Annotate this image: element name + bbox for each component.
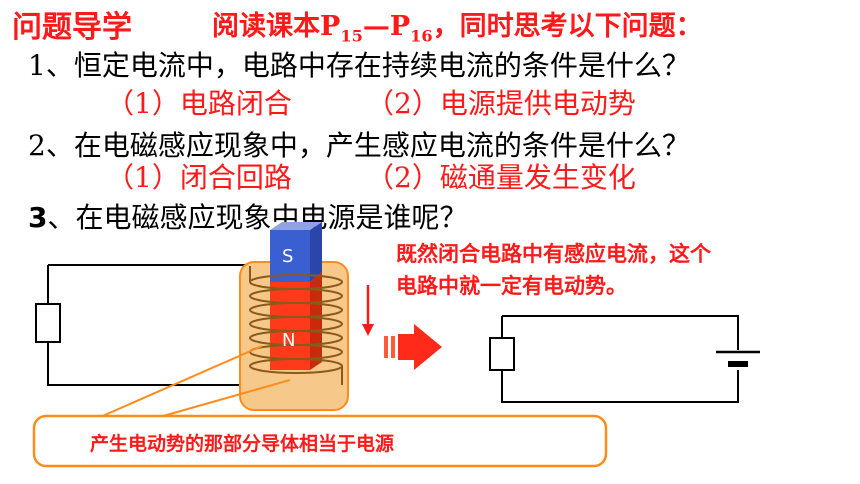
lesson-title: 问题导学 [12,10,132,45]
note-line-1: 既然闭合电路中有感应电流，这个 [396,242,711,266]
page-start: 15 [340,26,363,46]
answer-2-2: （2）磁通量发生变化 [366,161,636,194]
magnet-north [270,282,310,370]
instruction-suffix: ，同时思考以下问题： [432,11,703,42]
answer-1-2: （2）电源提供电动势 [366,87,636,120]
answer-1-1: （1）电路闭合 [106,87,292,120]
left-resistor [35,303,61,343]
note-line-2: 电路中就一定有电动势。 [396,274,627,298]
reading-instruction: 阅读课本P15—P16，同时思考以下问题： [212,4,703,45]
callout-pointers [97,345,291,419]
question-3-number: 3 [28,201,48,234]
right-resistor [489,337,515,371]
instruction-prefix: 阅读课本P [212,11,341,42]
question-3-text: 、在电磁感应现象中电源是谁呢？ [47,201,468,234]
coil [249,266,343,385]
question-1: 1、恒定电流中，电路中存在持续电流的条件是什么？ [28,49,690,82]
instruction-dash: —P [362,11,411,42]
question-3: 3、在电磁感应现象中电源是谁呢？ [28,196,468,236]
callout-text: 产生电动势的那部分导体相当于电源 [90,433,395,455]
callout-box [32,414,608,468]
right-arrow-icon [384,324,442,370]
question-2: 2、在电磁感应现象中，产生感应电流的条件是什么？ [28,129,690,162]
magnet-s-label: S [282,246,294,267]
magnet-n-label: N [282,330,296,351]
right-circuit [489,315,760,403]
answer-2-1: （1）闭合回路 [106,161,292,194]
down-arrow-icon [362,285,374,336]
bar-magnet [270,222,322,370]
left-circuit [35,264,268,386]
magnet-south [270,230,310,282]
page-end: 16 [410,26,433,46]
